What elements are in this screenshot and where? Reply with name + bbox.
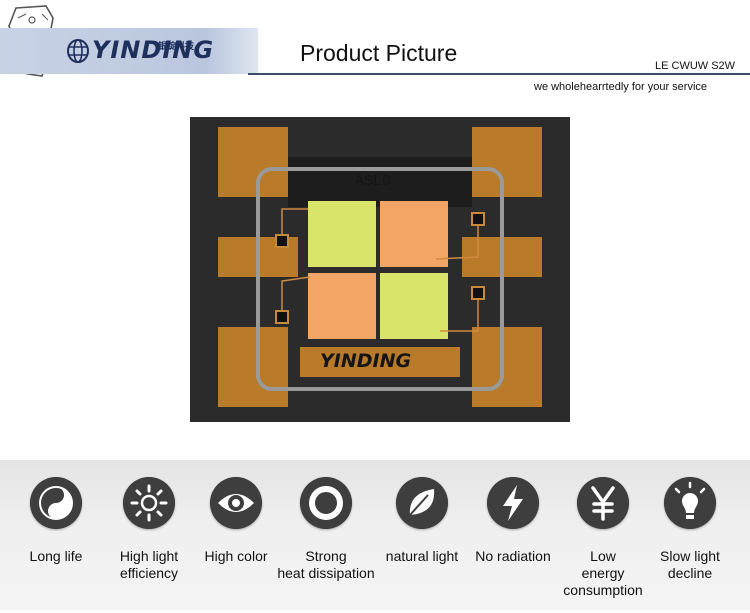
feature-label: Long life [29,548,83,564]
feature-label: Low energy consumption [563,548,643,598]
feature-label: Slow light decline [660,548,720,581]
bulb-icon [664,477,716,529]
feature-label: No radiation [475,548,551,564]
header-divider [248,73,750,75]
brand-name: YINDING [92,36,215,64]
feature-label: Strong heat dissipation [277,548,375,581]
eye-icon [210,477,262,529]
feature-long-life: Long life [10,460,102,610]
feature-label: High color [204,548,268,564]
feature-natural-light: natural light [376,460,468,610]
tagline: we wholehearrtedly for your service [534,81,708,93]
sun-icon [123,477,175,529]
chip-marking-bottom: YINDING [320,350,411,372]
lightning-icon [487,477,539,529]
brand-chinese-name: 银锭科技 [158,41,195,51]
model-number: LE CWUW S2W [655,60,736,72]
ring-icon [300,477,352,529]
feature-high-color: High color [190,460,282,610]
brand-band [0,28,258,74]
features-band: Long life High light efficiency High col… [0,460,750,610]
yin-yang-icon [30,477,82,529]
header: YINDING 银锭科技 Product Picture LE CWUW S2W… [0,0,750,100]
feature-label: High light efficiency [119,548,179,581]
feature-no-radiation: No radiation [467,460,559,610]
feature-heat-dissipation: Strong heat dissipation [277,460,375,610]
feature-label: natural light [385,548,459,564]
feature-slow-decline: Slow light decline [644,460,736,610]
feature-low-energy: Low energy consumption [557,460,649,610]
globe-icon [67,39,89,63]
feature-light-efficiency: High light efficiency [103,460,195,610]
led-chip-image: ASLO YINDING [190,117,570,422]
chip-marking-top: ASLO [355,173,391,190]
yen-icon [577,477,629,529]
leaf-icon [396,477,448,529]
page-title: Product Picture [300,40,458,66]
